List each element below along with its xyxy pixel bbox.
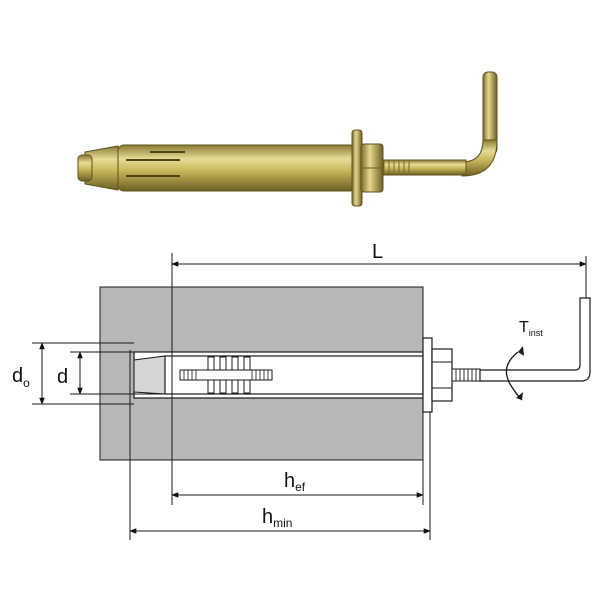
label-d: d xyxy=(57,366,68,388)
label-d0: do xyxy=(12,365,30,390)
dimension-hmin xyxy=(129,350,431,540)
dimension-d xyxy=(70,351,170,395)
sleeve-slot-section xyxy=(207,356,251,394)
threaded-rod xyxy=(377,159,467,176)
cone-section xyxy=(133,355,166,395)
hook-section xyxy=(479,297,591,382)
drill-hole xyxy=(133,351,424,399)
washer-section xyxy=(422,337,433,413)
dimension-hef xyxy=(171,460,424,505)
sleeve-slots xyxy=(126,151,185,177)
label-L: L xyxy=(372,241,383,263)
label-tinst: Tinst xyxy=(519,319,543,338)
hook-anchor-photo xyxy=(77,71,498,207)
technical-drawing: L hef hmin do d Tinst xyxy=(12,241,591,540)
dimension-L xyxy=(171,253,587,505)
dimension-d0 xyxy=(32,342,134,405)
nut-section xyxy=(431,348,453,402)
torque-arrow-icon xyxy=(505,346,524,401)
cone-tip xyxy=(77,154,93,182)
rod-threads xyxy=(383,160,410,175)
hook-bend xyxy=(461,139,498,177)
inner-bolt xyxy=(179,369,273,381)
label-hmin: hmin xyxy=(262,506,292,530)
label-hef: hef xyxy=(284,470,306,494)
